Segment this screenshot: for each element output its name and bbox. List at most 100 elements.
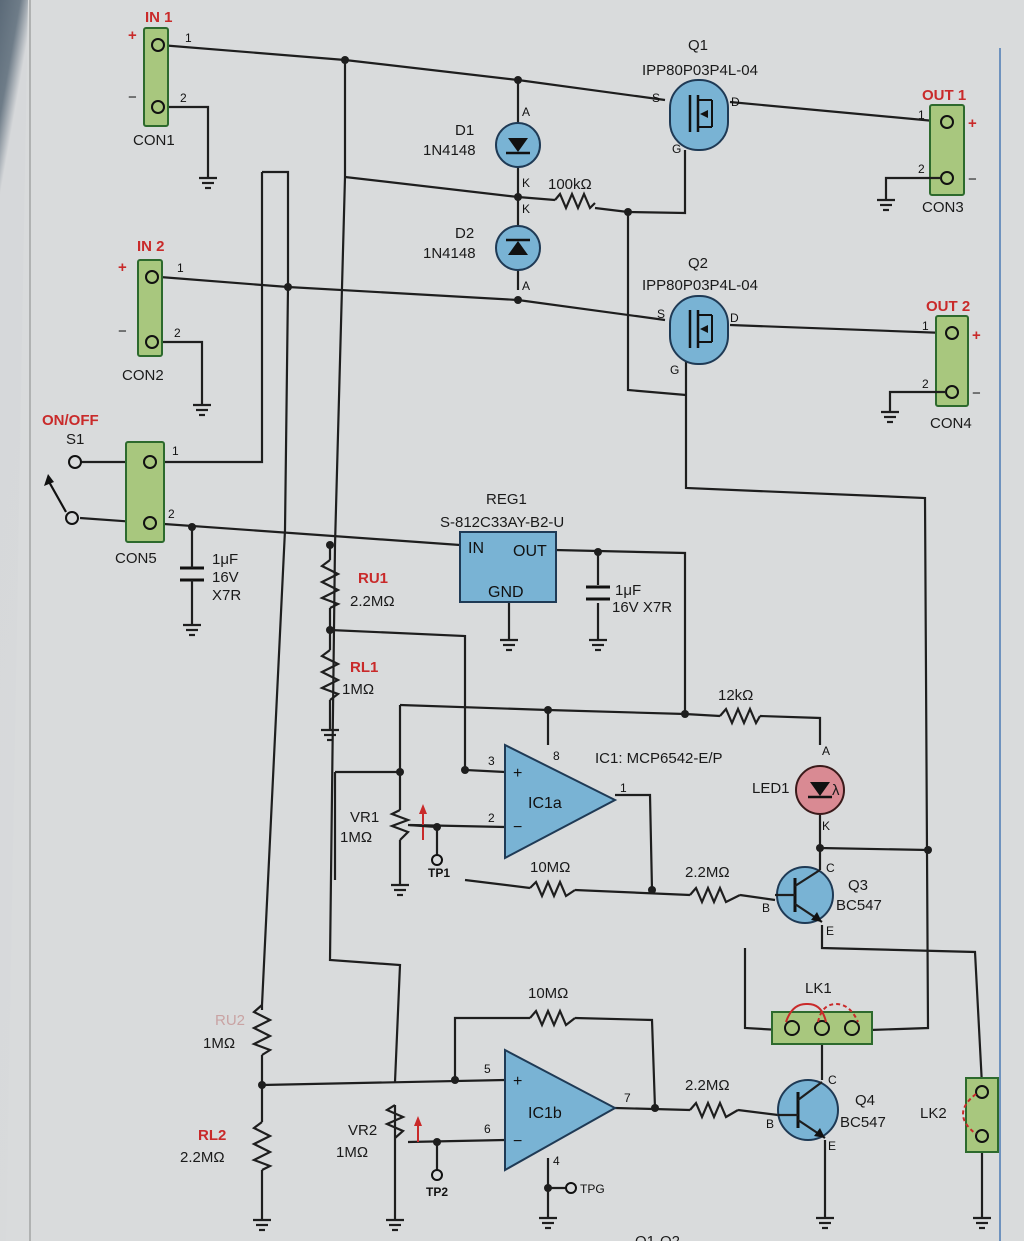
ic1b-opamp bbox=[504, 1048, 618, 1172]
q1-ref: Q1 bbox=[688, 37, 708, 54]
led1-ref: LED1 bbox=[752, 780, 790, 797]
led1-anode: A bbox=[822, 744, 830, 758]
con3-pin2: 2 bbox=[918, 162, 925, 176]
q4-collector: C bbox=[828, 1073, 837, 1087]
out2-minus: − bbox=[972, 385, 981, 402]
con2-pin1: 1 bbox=[177, 261, 184, 275]
ru1-value: 2.2MΩ bbox=[350, 593, 395, 610]
tpg-label: TPG bbox=[580, 1182, 605, 1196]
ru2-ref: RU2 bbox=[215, 1012, 245, 1029]
q2-mosfet bbox=[669, 295, 729, 365]
con4-pin2: 2 bbox=[922, 377, 929, 391]
ic1a-label: IC1a bbox=[528, 795, 562, 812]
ic1b-pin7: 7 bbox=[624, 1091, 631, 1105]
tp1-point bbox=[431, 854, 443, 866]
d1-cathode: K bbox=[522, 176, 530, 190]
ground-symbol bbox=[386, 1218, 404, 1232]
cin-type: X7R bbox=[212, 587, 241, 604]
ic1a-pin3: 3 bbox=[488, 754, 495, 768]
out2-label: OUT 2 bbox=[926, 298, 970, 315]
in1-minus: − bbox=[128, 89, 137, 106]
rl2-ref: RL2 bbox=[198, 1127, 226, 1144]
q1-gate: G bbox=[672, 142, 681, 156]
rl2-resistor bbox=[251, 1121, 273, 1171]
ru1-resistor bbox=[319, 559, 341, 609]
ic1b-pin6: 6 bbox=[484, 1122, 491, 1136]
ru2-value: 1MΩ bbox=[203, 1035, 235, 1052]
s1-switch bbox=[44, 455, 82, 525]
ru1-ref: RU1 bbox=[358, 570, 388, 587]
reg1-in: IN bbox=[468, 540, 484, 557]
ground-symbol bbox=[589, 638, 607, 652]
reg1-regulator bbox=[459, 531, 557, 603]
tp2-point bbox=[431, 1169, 443, 1181]
out2-plus: + bbox=[972, 327, 981, 344]
q2-ref: Q2 bbox=[688, 255, 708, 272]
vr2-trimpot bbox=[384, 1104, 422, 1142]
q3-transistor bbox=[775, 866, 834, 924]
ground-symbol bbox=[391, 883, 409, 897]
q3-base: B bbox=[762, 901, 770, 915]
ground-symbol bbox=[500, 638, 518, 652]
con3-label: CON3 bbox=[922, 199, 964, 216]
con5-connector bbox=[125, 441, 165, 543]
reg1-part: S-812C33AY-B2-U bbox=[440, 514, 564, 531]
ground-symbol bbox=[321, 728, 339, 742]
reg1-ref: REG1 bbox=[486, 491, 527, 508]
cin-value: 1μF bbox=[212, 551, 238, 568]
q1-source: S bbox=[652, 91, 660, 105]
con1-connector bbox=[143, 27, 169, 127]
r-b4-resistor bbox=[689, 1100, 739, 1120]
q1-drain: D bbox=[731, 95, 740, 109]
q2-gate: G bbox=[670, 363, 679, 377]
lk1-jumper bbox=[771, 1002, 873, 1045]
input-capacitor bbox=[180, 560, 204, 590]
out1-minus: − bbox=[968, 171, 977, 188]
ground-symbol bbox=[183, 623, 201, 637]
d1-anode: A bbox=[522, 105, 530, 119]
r-b3-value: 2.2MΩ bbox=[685, 864, 730, 881]
d2-ref: D2 bbox=[455, 225, 474, 242]
ic1a-pin1: 1 bbox=[620, 781, 627, 795]
q4-base: B bbox=[766, 1117, 774, 1131]
q1-mosfet bbox=[669, 79, 729, 151]
tp1-label: TP1 bbox=[428, 866, 450, 880]
ic1a-pin8: 8 bbox=[553, 749, 560, 763]
junction-dots bbox=[188, 56, 932, 1192]
cout-spec: 16V X7R bbox=[612, 599, 672, 616]
tpg-point bbox=[565, 1182, 577, 1194]
vr2-ref: VR2 bbox=[348, 1122, 377, 1139]
q1-part: IPP80P03P4L-04 bbox=[642, 62, 758, 79]
cout-value: 1μF bbox=[615, 582, 641, 599]
q3-part: BC547 bbox=[836, 897, 882, 914]
con2-label: CON2 bbox=[122, 367, 164, 384]
in1-label: IN 1 bbox=[145, 9, 173, 26]
r-led-resistor bbox=[719, 706, 761, 726]
q3-ref: Q3 bbox=[848, 877, 868, 894]
ic1b-plus: + bbox=[513, 1073, 522, 1090]
r-gate-resistor bbox=[554, 191, 596, 211]
s1-label: S1 bbox=[66, 431, 84, 448]
con5-pin1: 1 bbox=[172, 444, 179, 458]
lk2-jumper bbox=[962, 1077, 999, 1153]
ic1b-label: IC1b bbox=[528, 1105, 562, 1122]
con4-label: CON4 bbox=[930, 415, 972, 432]
ic1a-opamp bbox=[504, 743, 618, 860]
r-fb1-value: 10MΩ bbox=[530, 859, 570, 876]
ic1-label: IC1: MCP6542-E/P bbox=[595, 750, 723, 767]
rl2-value: 2.2MΩ bbox=[180, 1149, 225, 1166]
q4-ref: Q4 bbox=[855, 1092, 875, 1109]
ground-symbol bbox=[816, 1216, 834, 1230]
con5-pin2: 2 bbox=[168, 507, 175, 521]
ic1a-plus: + bbox=[513, 765, 522, 782]
q4-transistor bbox=[777, 1079, 839, 1141]
ground-symbol bbox=[973, 1216, 991, 1230]
led1-lambda: λ bbox=[832, 782, 840, 799]
ground-symbol bbox=[193, 403, 211, 417]
r-gate-value: 100kΩ bbox=[548, 176, 592, 193]
r-fb2-resistor bbox=[529, 1008, 576, 1028]
ic1b-pin5: 5 bbox=[484, 1062, 491, 1076]
con1-pin1: 1 bbox=[185, 31, 192, 45]
r-b4-value: 2.2MΩ bbox=[685, 1077, 730, 1094]
